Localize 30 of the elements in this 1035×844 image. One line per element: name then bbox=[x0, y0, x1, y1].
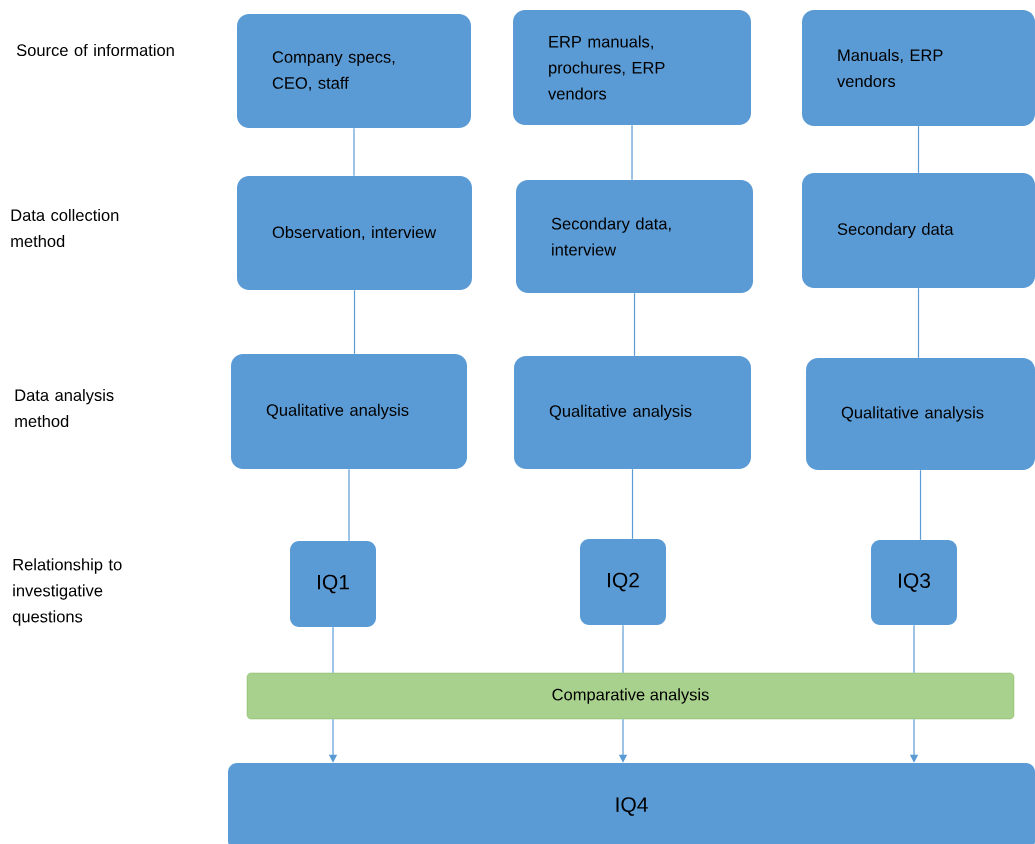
connector bbox=[913, 624, 915, 674]
connector bbox=[353, 127, 355, 177]
connector bbox=[353, 289, 356, 355]
question-box: IQ4 bbox=[228, 763, 1035, 844]
connector bbox=[917, 125, 920, 174]
row-heading: Source of information bbox=[16, 43, 174, 57]
connector bbox=[917, 287, 920, 359]
question-box: IQ3 bbox=[871, 540, 957, 625]
question-box: IQ1 bbox=[290, 541, 376, 627]
row-heading: Relationship to investigative questions bbox=[12, 558, 122, 626]
connector bbox=[622, 624, 624, 674]
connector bbox=[332, 626, 334, 674]
connector bbox=[348, 468, 350, 542]
process-box: Secondary data bbox=[802, 173, 1035, 288]
process-box: Secondary data, interview bbox=[516, 180, 753, 293]
row-heading: Data analysis method bbox=[15, 388, 114, 428]
process-box: Qualitative analysis bbox=[231, 354, 467, 469]
process-box: Company specs, CEO, staff bbox=[237, 14, 471, 128]
connector bbox=[631, 468, 634, 540]
process-box: Observation, interview bbox=[237, 176, 472, 290]
connector bbox=[919, 469, 922, 541]
connector bbox=[633, 292, 636, 357]
row-heading: Data collection method bbox=[11, 208, 119, 248]
process-box: Manuals, ERP vendors bbox=[802, 10, 1035, 126]
process-box: ERP manuals, prochures, ERP vendors bbox=[513, 10, 751, 125]
analysis-band: Comparative analysis bbox=[246, 672, 1015, 720]
process-box: Qualitative analysis bbox=[514, 356, 751, 469]
question-box: IQ2 bbox=[580, 539, 666, 625]
process-box: Qualitative analysis bbox=[806, 358, 1035, 470]
connector bbox=[631, 124, 633, 181]
